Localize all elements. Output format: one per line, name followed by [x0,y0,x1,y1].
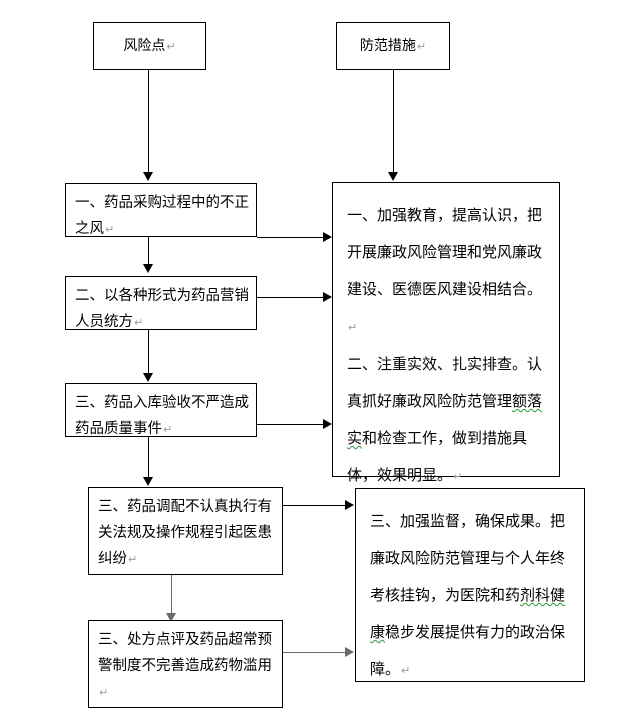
measure-box-1: 一、加强教育，提高认识，把开展廉政风险管理和党风廉政建设、医德医风建设相结合。↵… [332,182,560,484]
risk-box-2-text: 二、以各种形式为药品营销人员统方↵ [75,288,249,330]
measure-box-2-paragraph-1: 三、加强监督，确保成果。把廉政风险防范管理与个人年终考核挂钩，为医院和药剂科健康… [370,512,566,678]
grammar-flagged-text: 剂科健康 [370,586,566,641]
measure-box-2: 三、加强监督，确保成果。把廉政风险防范管理与个人年终考核挂钩，为医院和药剂科健康… [355,488,585,682]
paragraph-mark-icon: ↵ [166,39,176,53]
paragraph-mark-icon: ↵ [348,321,358,334]
paragraph-mark-icon: ↵ [416,39,427,53]
paragraph-mark-icon: ↵ [128,553,138,566]
header-box-measure: 防范措施↵ [336,22,450,70]
risk-box-2: 二、以各种形式为药品营销人员统方↵ [65,276,257,330]
paragraph-mark-icon: ↵ [163,423,173,436]
risk-box-1: 一、药品采购过程中的不正之风↵ [65,183,257,237]
header-box-risk: 风险点↵ [93,22,206,70]
risk-box-4-text: 三、药品调配不认真执行有关法规及操作规程引起医患纠纷↵ [98,499,272,567]
risk-box-4: 三、药品调配不认真执行有关法规及操作规程引起医患纠纷↵ [88,487,283,575]
paragraph-mark-icon: ↵ [99,686,109,699]
header-box-measure-label: 防范措施 [359,37,416,54]
risk-box-5: 三、处方点评及药品超常预警制度不完善造成药物滥用↵ [88,620,283,708]
risk-box-5-text: 三、处方点评及药品超常预警制度不完善造成药物滥用↵ [98,632,272,699]
measure-box-1-paragraph-2: 二、注重实效、扎实排查。认真抓好廉政风险防范管理额落实和检查工作，做到措施具体，… [347,355,543,484]
risk-box-1-text: 一、药品采购过程中的不正之风↵ [75,195,249,237]
risk-box-3-text: 三、药品入库验收不严造成药品质量事件↵ [75,395,249,437]
paragraph-mark-icon: ↵ [401,664,411,677]
grammar-flagged-text: 额落实 [347,392,543,447]
risk-box-3: 三、药品入库验收不严造成药品质量事件↵ [65,383,257,437]
paragraph-mark-icon: ↵ [134,316,144,329]
header-box-risk-label: 风险点 [123,37,166,54]
paragraph-mark-icon: ↵ [105,223,115,236]
measure-box-1-paragraph-1: 一、加强教育，提高认识，把开展廉政风险管理和党风廉政建设、医德医风建设相结合。↵ [347,206,543,334]
paragraph-mark-icon: ↵ [453,470,463,483]
